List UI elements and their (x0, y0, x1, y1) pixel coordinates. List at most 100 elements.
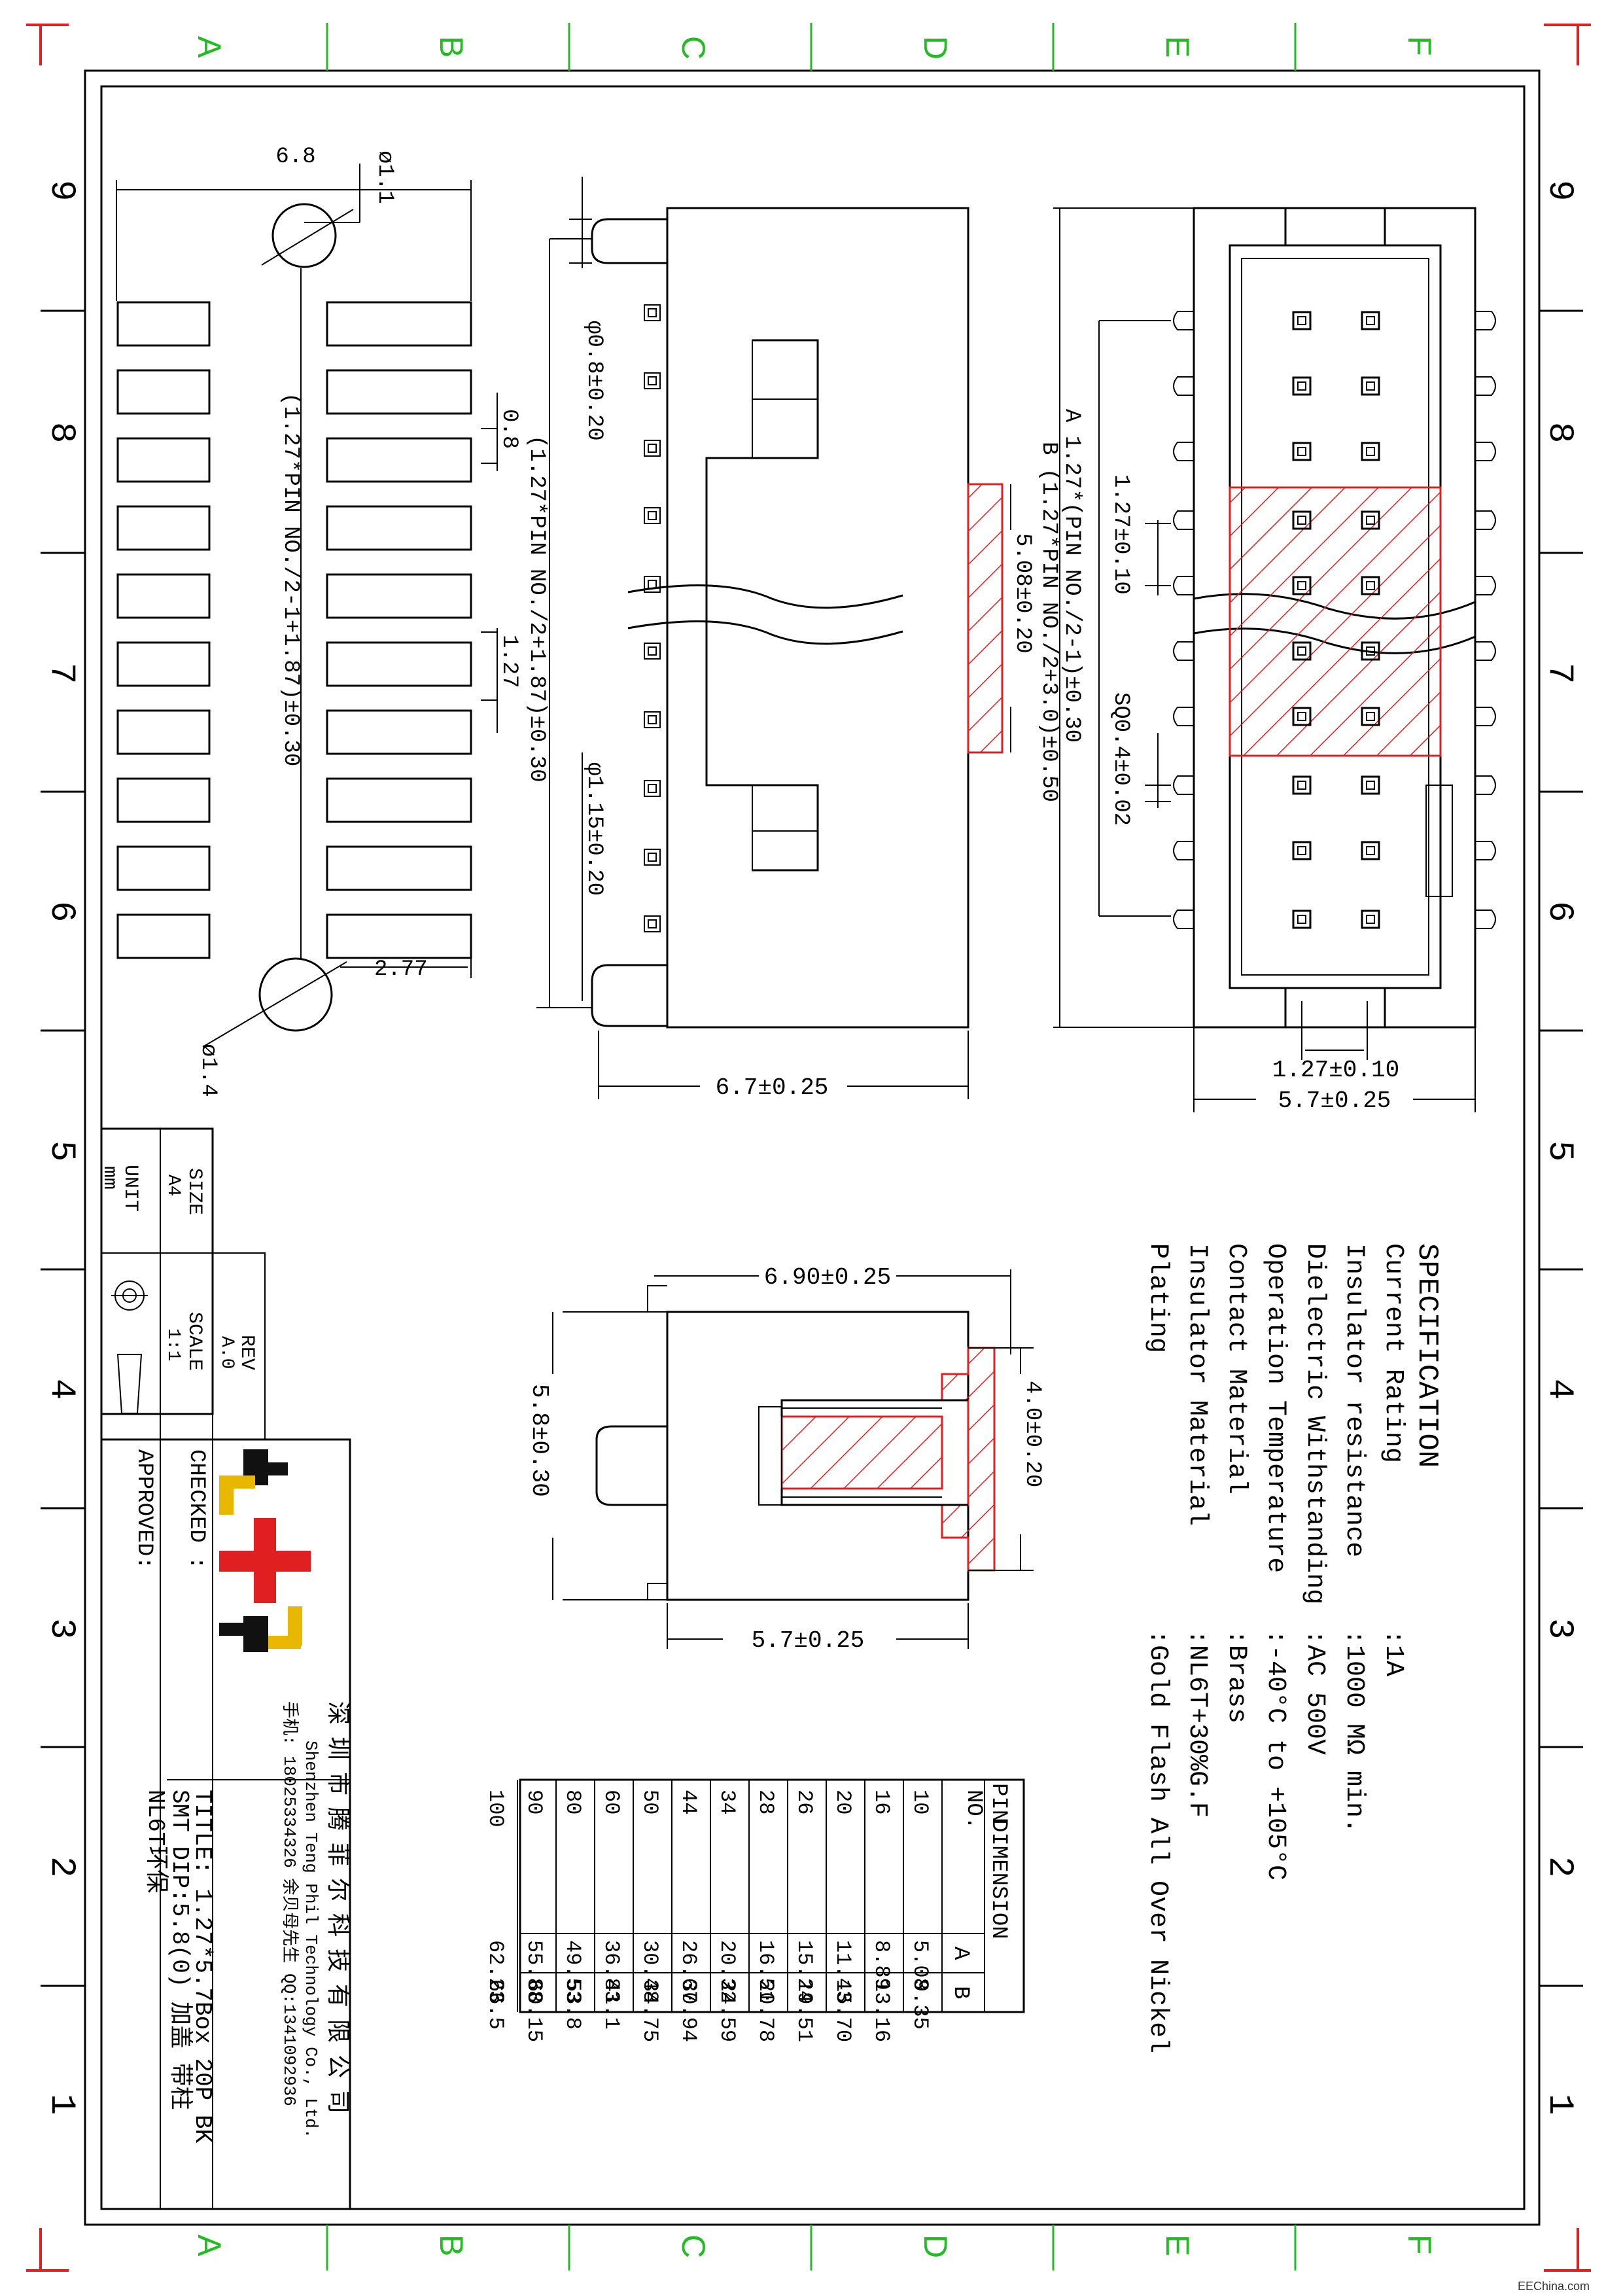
smt-tail-left (1173, 707, 1194, 726)
scale-value: 1:1 (163, 1328, 183, 1361)
unit-label: UNIT (119, 1165, 141, 1212)
dim-end-height: 5.8±0.30 (526, 1384, 553, 1497)
smt-pad (116, 369, 211, 415)
dim-side-length: (1.27*PIN NO./2+1.87)±0.30 (524, 435, 549, 783)
smt-pad (116, 777, 211, 823)
contact-square-inner (1297, 581, 1306, 590)
spec-label: Dielectric Withstanding (1300, 1243, 1329, 1604)
contact-square (1292, 442, 1312, 461)
contact-square-inner (1297, 846, 1306, 855)
column-label-top: B (433, 36, 470, 58)
dim-top-width: 5.7±0.25 (1278, 1087, 1391, 1114)
table-cell-b: 66.5 (483, 1979, 508, 2030)
side-pin-stubs (644, 304, 661, 932)
contact-square (1361, 442, 1380, 461)
smt-pad (116, 573, 211, 619)
column-label-top: E (1159, 36, 1196, 58)
pad-layout-view: 6.8 ø1.1 ø1.4 2.77 (1.27*PIN NO./2-1+1.8… (116, 145, 521, 1097)
table-cell-a: 11.43 (831, 1940, 855, 2003)
smt-tail-left (1173, 910, 1194, 929)
pin-stub-inner (648, 715, 657, 724)
dim-pad-length: (1.27*PIN NO./2-1+1.87)±0.30 (278, 393, 303, 766)
title-block: UNIT mm SIZE A4 REV A.0 SCALE 1:1 CHECKE… (98, 1127, 351, 2210)
pin-stub-inner (648, 919, 657, 928)
table-cell-b: 41.1 (599, 1979, 623, 2030)
row-label-right: 4 (1539, 1379, 1579, 1400)
table-cell-pin: 34 (715, 1790, 739, 1814)
column-label-top: F (1401, 36, 1438, 56)
column-label-bottom: F (1401, 2234, 1438, 2255)
spec-value: :Brass (1221, 1629, 1251, 1723)
table-cell-pin: 60 (599, 1790, 623, 1814)
company-logo (219, 1449, 311, 1652)
watermark: EEChina.com (1518, 2280, 1590, 2293)
table-cell-b: 24.59 (715, 1979, 739, 2042)
smt-pad (326, 845, 472, 891)
dim-pad-width: 6.8 (275, 145, 315, 169)
pin-stub (644, 780, 661, 797)
dim-end-slot: 4.0±0.20 (1020, 1381, 1045, 1487)
table-cell-b: 9.35 (908, 1979, 932, 2030)
smt-tail-right (1475, 376, 1496, 396)
smt-tail-left (1173, 376, 1194, 396)
smt-tail-left (1173, 576, 1194, 595)
contact-square (1292, 576, 1312, 595)
contact-square-inner (1366, 915, 1375, 924)
smt-tail-right (1475, 442, 1496, 461)
contact-square-inner (1297, 381, 1306, 391)
smt-pad (116, 641, 211, 687)
dim-post-top: φ0.8±0.20 (582, 321, 606, 441)
row-label-right: 3 (1539, 1618, 1579, 1639)
contact-square-inner (1366, 381, 1375, 391)
contact-square-inner (1297, 915, 1306, 924)
company-name-en: Shenzhen Teng Phil Technology Co., Ltd. (301, 1740, 321, 2139)
spec-value: :NL6T+30%G.F (1182, 1629, 1212, 1818)
table-cell-pin: 100 (483, 1790, 508, 1828)
contact-square-inner (1366, 712, 1375, 721)
spec-value: :AC 500V (1300, 1629, 1329, 1755)
table-cell-a: 15.24 (792, 1940, 816, 2003)
contact-square-inner (1366, 447, 1375, 456)
table-cell-pin: 26 (792, 1790, 816, 1814)
row-label-left: 6 (41, 901, 81, 922)
row-label-right: 8 (1539, 422, 1579, 443)
slot-inner-hatch (780, 1415, 943, 1490)
smt-pad (326, 301, 472, 347)
column-label-bottom: C (675, 2234, 712, 2258)
alignment-hole-bottom (258, 957, 333, 1032)
table-cell-a: 36.83 (599, 1940, 623, 2003)
table-cell-pin: 20 (831, 1790, 855, 1814)
column-label-bottom: D (917, 2234, 954, 2258)
column-label-top: D (917, 36, 954, 60)
pad-column-left (116, 301, 211, 959)
smt-tail-right (1475, 510, 1496, 530)
dim-hole-top: ø1.1 (372, 150, 397, 204)
row-label-right: 2 (1539, 1856, 1579, 1877)
table-header-a: A (948, 1947, 973, 1960)
break-hatch-top (1229, 486, 1442, 757)
approved-label: APPROVED: (131, 1449, 156, 1570)
table-cell-b: 19.51 (792, 1979, 816, 2042)
dim-top-pitch: 1.27±0.10 (1108, 474, 1133, 595)
smt-pad (326, 369, 472, 415)
row-label-right: 7 (1539, 663, 1579, 684)
title-line-1: TITLE: 1.27*5.7Box 20P BK (189, 1790, 216, 2143)
contact-square-inner (1366, 646, 1375, 656)
spec-label: Current Rating (1378, 1243, 1408, 1463)
smt-tail-right (1475, 910, 1496, 929)
dim-top-pitch-x: 1.27±0.10 (1272, 1057, 1399, 1084)
pin-stub-inner (648, 511, 657, 520)
row-label-left: 5 (41, 1140, 81, 1161)
specification: SPECIFICATION Current Rating:1AInsulator… (1143, 1243, 1443, 2053)
contact-square (1361, 576, 1380, 595)
contact-square (1361, 311, 1380, 330)
pin-stub (644, 576, 661, 593)
checked-label: CHECKED : (184, 1449, 209, 1570)
table-cell-b: 53.8 (561, 1979, 585, 2030)
row-label-left: 2 (41, 1856, 81, 1877)
